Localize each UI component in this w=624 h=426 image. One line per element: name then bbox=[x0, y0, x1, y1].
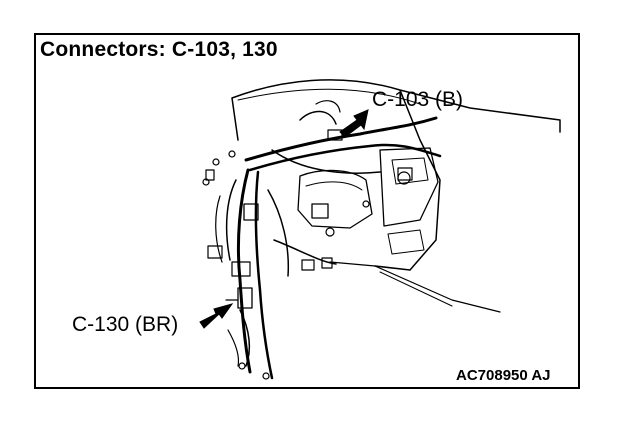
main-harness bbox=[244, 116, 438, 162]
left-harness bbox=[236, 168, 252, 374]
arrow-c103 bbox=[339, 109, 369, 138]
arrow-c130 bbox=[199, 303, 234, 329]
dash-lower-edge-2 bbox=[379, 271, 453, 307]
figure-frame bbox=[34, 33, 580, 389]
windshield-edge bbox=[237, 88, 421, 105]
dash-lower-edge bbox=[329, 261, 501, 313]
cluster-housing bbox=[297, 169, 373, 229]
figure-code: AC708950 AJ bbox=[456, 367, 551, 384]
callout-c130-label: C-130 (BR) bbox=[72, 313, 179, 336]
dashboard-outline bbox=[231, 79, 561, 271]
diagram-title: Connectors: C-103, 130 bbox=[40, 38, 278, 61]
center-panel bbox=[379, 147, 439, 227]
callout-c103-label: C-103 (B) bbox=[372, 88, 464, 111]
